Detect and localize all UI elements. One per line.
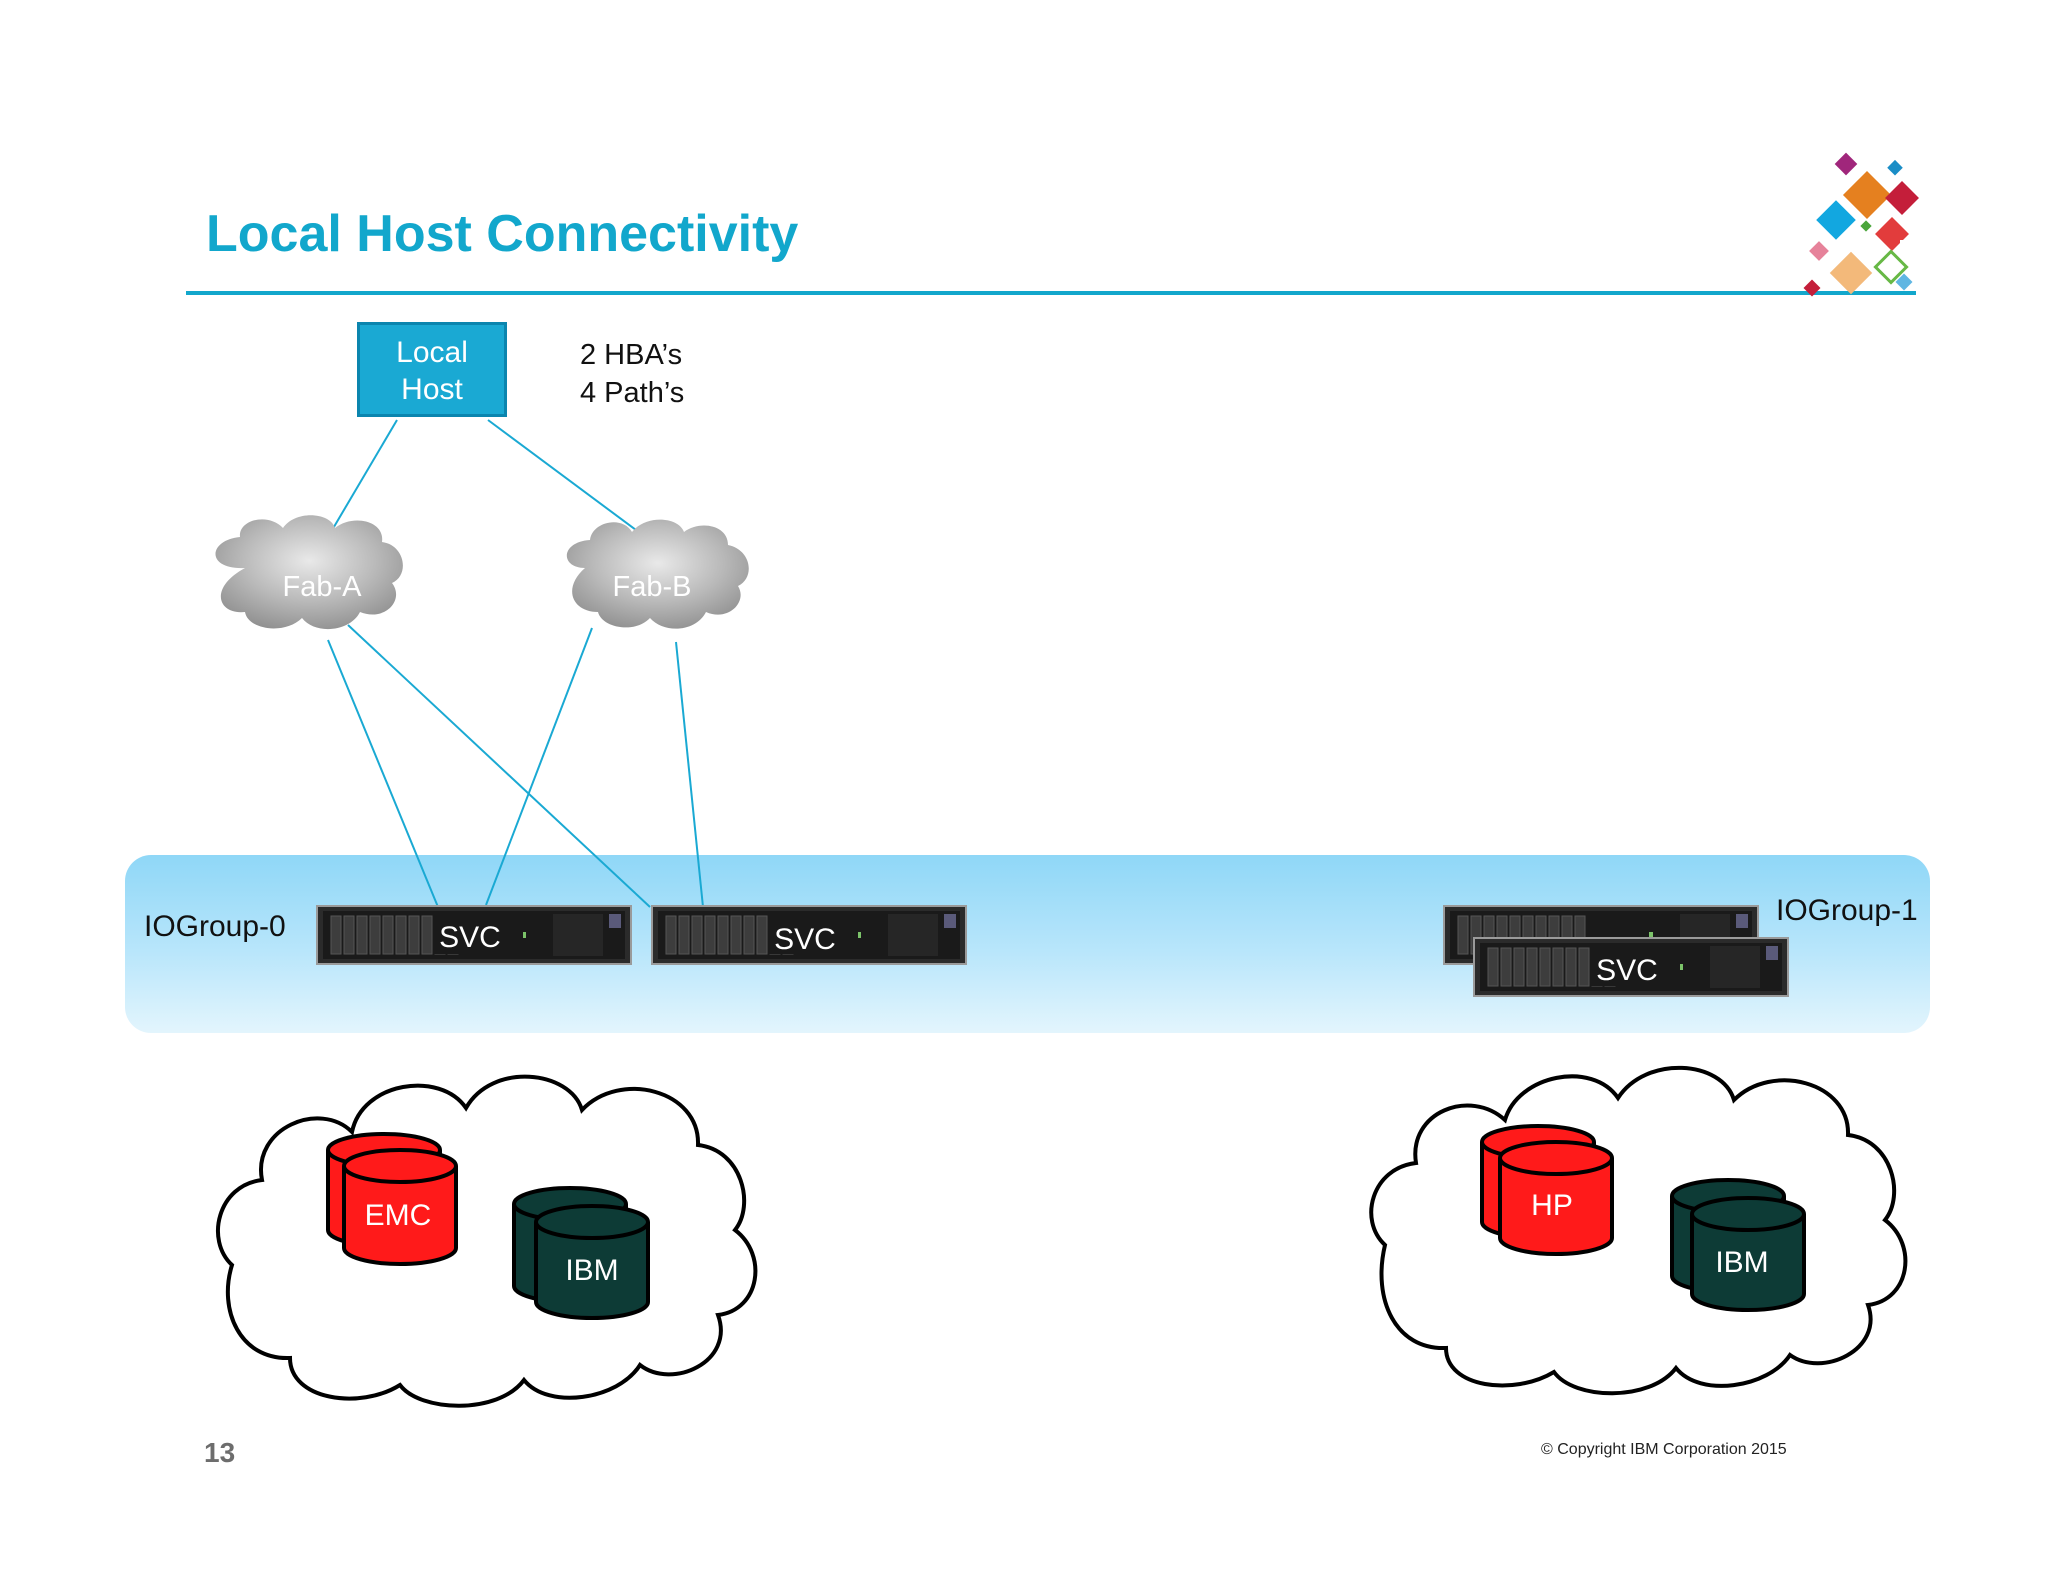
- iogroup1-svc-node-front: SVC: [1473, 937, 1789, 997]
- emc-storage-array: EMC: [326, 1132, 458, 1266]
- slide-title: Local Host Connectivity: [206, 205, 799, 263]
- ibm-storage-array-2: IBM: [1670, 1178, 1806, 1312]
- ibm-storage-array-1: IBM: [512, 1186, 650, 1320]
- hba-count: 2 HBA’s: [580, 339, 683, 371]
- fabric-b-label: Fab-B: [613, 571, 692, 603]
- ibm-label: IBM: [1715, 1246, 1768, 1279]
- hp-label: HP: [1531, 1189, 1573, 1222]
- emc-label: EMC: [365, 1199, 432, 1232]
- ibm-diamond-mosaic-icon: [1803, 152, 1919, 297]
- iogroup0-label: IOGroup-0: [144, 910, 286, 943]
- local-host-label-line1: Local: [396, 336, 468, 369]
- fabric-a-label: Fab-A: [283, 571, 363, 603]
- iogroup0-svc-node-2: SVC: [651, 905, 967, 965]
- page-number: 13: [204, 1437, 236, 1468]
- fabric-a-cloud: Fab-A: [215, 515, 403, 630]
- local-host-label-line2: Host: [401, 373, 463, 406]
- svc-node-label: SVC: [439, 921, 501, 954]
- storage-pool-cloud-2: [1369, 1065, 1908, 1396]
- iogroup0-svc-node-1: SVC: [316, 905, 632, 965]
- storage-pool-cloud-1: [216, 1074, 758, 1408]
- title-underline: [186, 291, 1916, 295]
- local-host-box: Local Host: [357, 322, 507, 417]
- copyright-notice: © Copyright IBM Corporation 2015: [1541, 1441, 1787, 1458]
- fabric-links: [327, 419, 704, 908]
- ibm-label: IBM: [565, 1254, 618, 1287]
- svc-node-label: SVC: [774, 923, 836, 956]
- iogroup1-label: IOGroup-1: [1776, 894, 1918, 927]
- hp-storage-array: HP: [1480, 1124, 1614, 1256]
- host-path-note: 2 HBA’s 4 Path’s: [580, 336, 684, 412]
- fabric-b-cloud: Fab-B: [566, 519, 749, 629]
- path-count: 4 Path’s: [580, 377, 685, 409]
- svc-node-label: SVC: [1596, 954, 1658, 987]
